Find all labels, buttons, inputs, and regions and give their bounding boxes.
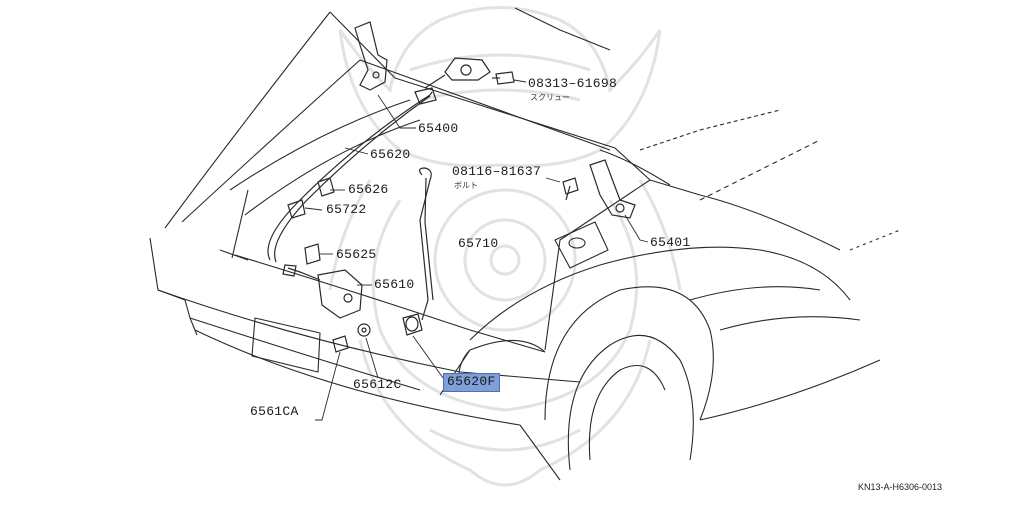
hood-stay-clip <box>424 57 491 89</box>
diagram-code: KN13-A-H6306-0013 <box>858 482 943 492</box>
release-cable <box>267 87 437 263</box>
cable-clips <box>287 177 335 265</box>
part-label-65401[interactable]: 65401 <box>650 235 691 250</box>
hood-hinge-left <box>354 21 388 91</box>
hood-lock-latch <box>282 264 371 337</box>
hood-hinge-right <box>589 159 636 219</box>
screw-08313 <box>492 71 515 85</box>
leader-lines <box>304 79 649 421</box>
part-label-65620[interactable]: 65620 <box>370 147 411 162</box>
part-label-65626[interactable]: 65626 <box>348 182 389 197</box>
part-label-65722[interactable]: 65722 <box>326 202 367 217</box>
hood-support-rod <box>419 167 434 321</box>
part-label-65610[interactable]: 65610 <box>374 277 415 292</box>
part-label-6561ca[interactable]: 6561CA <box>250 404 299 419</box>
part-label-65612c[interactable]: 65612C <box>353 377 402 392</box>
part-sublabel-screw: スクリュー <box>530 93 570 102</box>
part-sublabel-bolt: ボルト <box>454 181 478 190</box>
bolt-08116 <box>562 177 579 201</box>
bolt-6561ca <box>332 335 349 353</box>
part-label-65710[interactable]: 65710 <box>458 236 499 251</box>
part-label-65400[interactable]: 65400 <box>418 121 459 136</box>
part-label-65620f-highlighted[interactable]: 65620F <box>443 373 500 392</box>
part-label-08116-81637[interactable]: 08116–81637 <box>452 164 542 179</box>
part-label-65625[interactable]: 65625 <box>336 247 377 262</box>
hood-bumper-stop <box>402 313 423 336</box>
watermark-emblem <box>328 6 682 487</box>
part-label-08313-61698[interactable]: 08313–61698 <box>528 76 618 91</box>
car-front-outline <box>149 7 901 481</box>
